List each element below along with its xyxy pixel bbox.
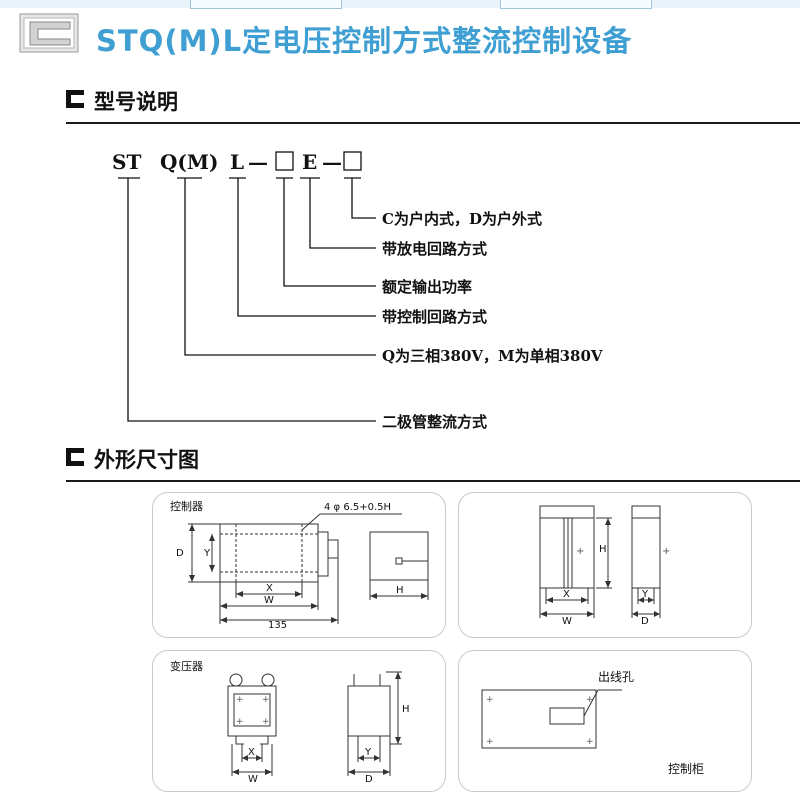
svg-text:+: + [262, 717, 270, 727]
cabinet-dim-y: Y [641, 589, 649, 600]
panel-cabinet-front [458, 492, 752, 638]
desc-diode-rectifier: 二极管整流方式 [382, 413, 488, 431]
transformer-drawing: + + + + X W H Y D [227, 671, 410, 785]
controller-dim-h: H [396, 585, 404, 596]
transformer-dim-y: Y [364, 747, 372, 758]
svg-text:+: + [662, 546, 670, 557]
svg-text:+: + [486, 737, 494, 747]
code-dash-1: — [248, 150, 268, 174]
code-l: L [230, 150, 245, 174]
panel-controller-label: 控制器 [170, 500, 203, 513]
desc-discharge-circuit: 带放电回路方式 [382, 240, 488, 258]
panel-transformer-label: 变压器 [170, 660, 203, 673]
controller-hole-note: 4 φ 6.5+0.5H [324, 502, 391, 513]
cabinet-caption: 控制柜 [668, 762, 705, 776]
section-marker-icon [66, 448, 84, 466]
svg-text:+: + [586, 695, 594, 705]
cabinet-front-drawing: + + H X W Y D [539, 505, 670, 627]
outlet-hole-label: 出线孔 [598, 670, 635, 684]
code-dash-2: — [322, 150, 342, 174]
cabinet-dim-x: X [563, 589, 570, 600]
cabinet-dim-h: H [599, 544, 607, 555]
controller-dim-x: X [266, 583, 273, 594]
section-marker-icon [66, 90, 84, 108]
svg-text:+: + [236, 717, 244, 727]
code-box-2 [343, 151, 362, 171]
top-strip [0, 0, 800, 8]
svg-text:+: + [586, 737, 594, 747]
transformer-dim-h: H [402, 704, 410, 715]
panel-controller [152, 492, 446, 638]
transformer-dim-w: W [248, 774, 258, 785]
svg-text:+: + [486, 695, 494, 705]
panel-transformer [152, 650, 446, 792]
svg-text:+: + [576, 546, 584, 557]
cabinet-dim-w: W [562, 616, 572, 627]
controller-dim-total: 135 [268, 620, 287, 631]
controller-dim-d: D [176, 548, 184, 559]
controller-dim-y: Y [203, 548, 211, 559]
desc-control-circuit: 带控制回路方式 [382, 308, 488, 326]
code-e: E [302, 150, 318, 174]
code-qm: Q(M) [160, 150, 219, 174]
model-leader-lines [118, 151, 376, 422]
c-logo-icon [19, 13, 79, 53]
transformer-dim-x: X [248, 747, 255, 758]
cabinet-base-drawing: + + + + [481, 689, 622, 749]
code-st: ST [112, 150, 142, 174]
top-tab-right [500, 0, 652, 9]
section-divider [66, 480, 800, 482]
code-box-1 [275, 151, 294, 171]
desc-rated-power: 额定输出功率 [382, 278, 473, 296]
section-divider [66, 122, 800, 124]
transformer-dim-d: D [365, 774, 373, 785]
svg-text:+: + [262, 695, 270, 705]
section-title-model: 型号说明 [94, 90, 178, 114]
svg-text:+: + [236, 695, 244, 705]
controller-dim-w: W [264, 595, 274, 606]
controller-drawing: 4 φ 6.5+0.5H D Y X W 135 H [176, 502, 429, 631]
cabinet-dim-d: D [641, 616, 649, 627]
page-title: STQ(M)L定电压控制方式整流控制设备 [96, 24, 633, 58]
desc-install-type: C为户内式，D为户外式 [382, 210, 542, 228]
desc-phase: Q为三相380V，M为单相380V [382, 347, 603, 365]
top-tab-left [190, 0, 342, 9]
section-title-dimensions: 外形尺寸图 [94, 448, 199, 472]
